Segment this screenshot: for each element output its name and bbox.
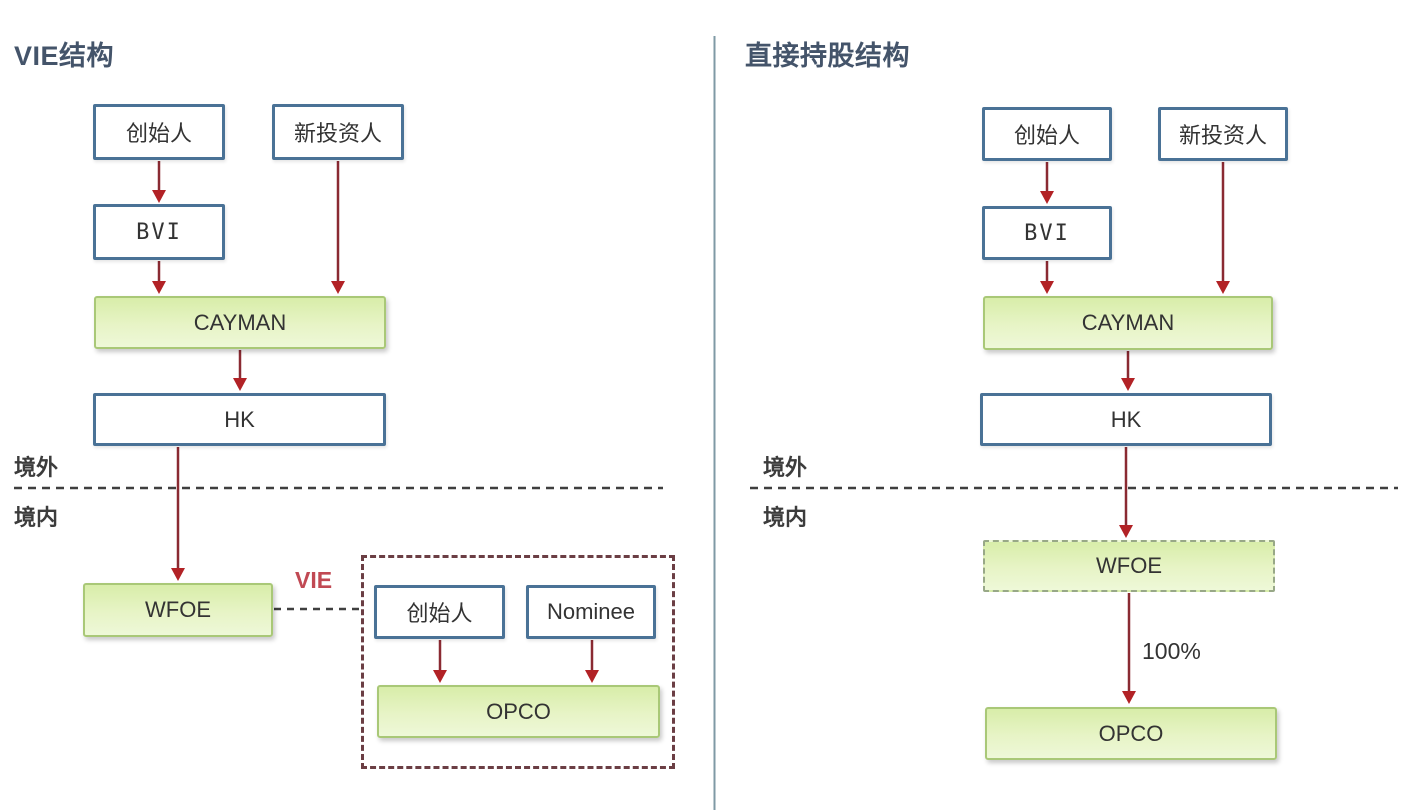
left-panel-title: VIE结构 [14, 41, 115, 71]
left-bvi-box: BVI [93, 204, 225, 260]
arrow-right-bvi-to-cayman [1040, 261, 1054, 294]
right-panel-title: 直接持股结构 [745, 41, 910, 71]
vie-link-label: VIE [295, 567, 333, 593]
arrow-right-founder-to-bvi [1040, 162, 1054, 204]
left-cayman-box: CAYMAN [94, 296, 386, 349]
arrow-left-hk-to-wfoe [171, 447, 185, 581]
arrow-left-founder-to-bvi [152, 161, 166, 203]
right-bvi-box: BVI [982, 206, 1112, 260]
right-cayman-box: CAYMAN [983, 296, 1273, 350]
right-onshore-label: 境内 [763, 505, 808, 530]
arrow-left-cayman-to-hk [233, 350, 247, 391]
right-offshore-label: 境外 [763, 455, 808, 480]
vie-dashed-frame [361, 555, 675, 769]
right-founder-box: 创始人 [982, 107, 1112, 161]
left-nominee-box: Nominee [526, 585, 656, 639]
left-offshore-label: 境外 [14, 455, 59, 480]
right-opco-box: OPCO [985, 707, 1277, 760]
left-new-investor-box: 新投资人 [272, 104, 404, 160]
left-founder-box: 创始人 [93, 104, 225, 160]
right-new-investor-box: 新投资人 [1158, 107, 1288, 161]
arrow-right-cayman-to-hk [1121, 351, 1135, 391]
left-hk-box: HK [93, 393, 386, 446]
arrow-right-wfoe-to-opco [1122, 593, 1136, 704]
left-vie-founder-box: 创始人 [374, 585, 505, 639]
right-wfoe-box: WFOE [983, 540, 1275, 592]
left-wfoe-box: WFOE [83, 583, 273, 637]
right-hk-box: HK [980, 393, 1272, 446]
left-opco-box: OPCO [377, 685, 660, 738]
ownership-percentage-label: 100% [1142, 638, 1201, 664]
arrow-left-new-investor-to-cayman [331, 161, 345, 294]
arrow-right-hk-to-wfoe [1119, 447, 1133, 538]
arrow-left-bvi-to-cayman [152, 261, 166, 294]
left-onshore-label: 境内 [14, 505, 59, 530]
arrow-right-new-investor-to-cayman [1216, 162, 1230, 294]
